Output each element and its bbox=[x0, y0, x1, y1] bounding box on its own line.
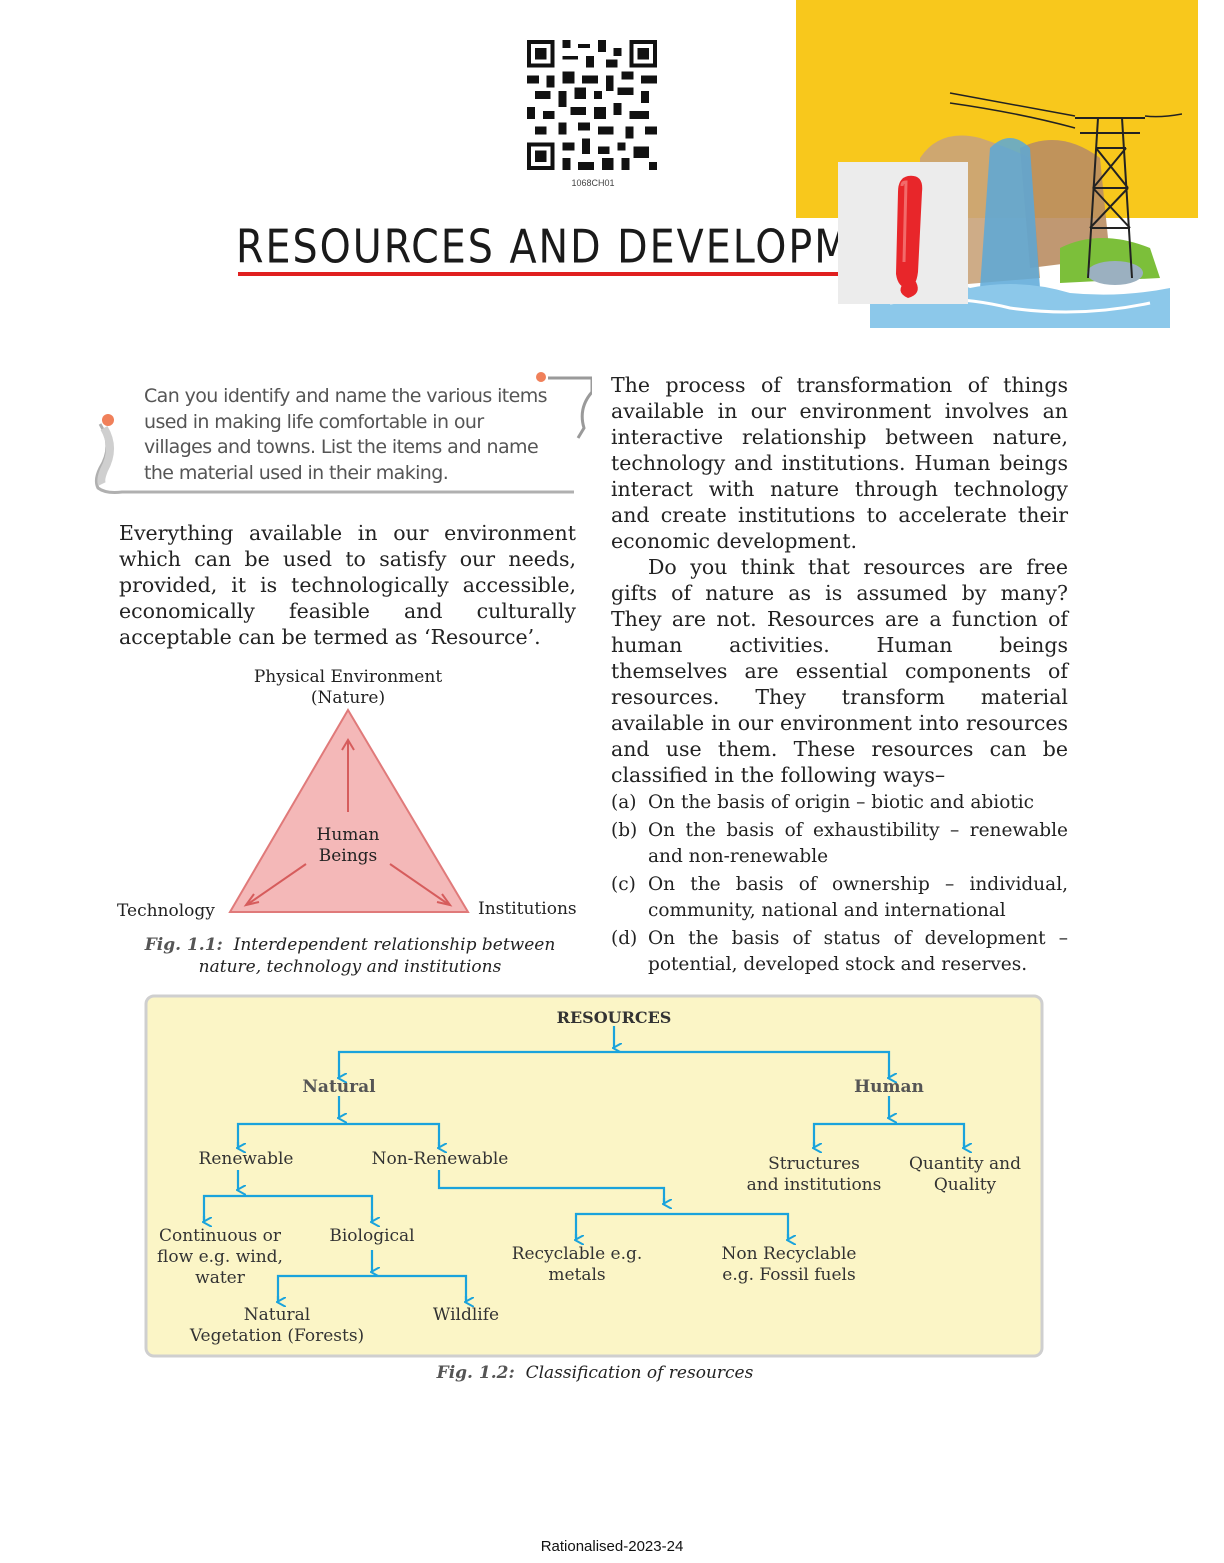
fig12-continuous-2: flow e.g. wind, bbox=[157, 1247, 283, 1267]
resource-definition-paragraph: Everything available in our environment … bbox=[119, 521, 576, 649]
fig12-biological: Biological bbox=[329, 1226, 414, 1246]
chapter-number-card bbox=[838, 162, 968, 304]
fig12-structures-2: and institutions bbox=[747, 1175, 882, 1195]
classification-list: (a)On the basis of origin – biotic and a… bbox=[611, 790, 1068, 978]
fig12-human: Human bbox=[854, 1077, 924, 1097]
fig11-right-label: Institutions bbox=[478, 899, 577, 919]
fig12-natural-veg-2: Vegetation (Forests) bbox=[189, 1326, 364, 1346]
fig12-structures-1: Structures bbox=[768, 1154, 860, 1174]
fig11-top-label-2: (Nature) bbox=[311, 688, 385, 708]
fig12-natural: Natural bbox=[302, 1077, 376, 1097]
fig-1-2-classification-tree: RESOURCES Natural Human Renewable Non-Re… bbox=[144, 994, 1044, 1358]
list-item: (c)On the basis of ownership – individua… bbox=[611, 874, 1068, 921]
fig12-recyclable-2: metals bbox=[548, 1265, 605, 1285]
qr-code-icon[interactable] bbox=[526, 40, 658, 170]
list-item: (b)On the basis of exhaustibility – rene… bbox=[611, 820, 1068, 867]
fig-1-2-caption: Fig. 1.2: Classification of resources bbox=[300, 1362, 890, 1384]
fig11-center-2: Beings bbox=[319, 846, 378, 866]
footer-rationalised: Rationalised-2023-24 bbox=[540, 1538, 684, 1555]
list-item: (d)On the basis of status of development… bbox=[611, 928, 1068, 975]
fig12-renewable: Renewable bbox=[199, 1149, 294, 1169]
chapter-title: RESOURCES AND DEVELOPMENT bbox=[236, 220, 936, 275]
fig11-caption-1: Interdependent relationship between bbox=[233, 935, 556, 955]
fig12-recyclable-1: Recyclable e.g. bbox=[512, 1244, 643, 1264]
fig12-quantity-1: Quantity and bbox=[909, 1154, 1021, 1174]
fig12-nonrecyclable-2: e.g. Fossil fuels bbox=[722, 1265, 855, 1285]
right-column: The process of transformation of things … bbox=[611, 372, 1068, 978]
title-underline bbox=[238, 272, 842, 276]
question-box-frame bbox=[94, 372, 592, 494]
fig12-root: RESOURCES bbox=[557, 1008, 672, 1027]
fig12-natural-veg-1: Natural bbox=[244, 1305, 311, 1325]
fig12-caption-num: Fig. 1.2: bbox=[436, 1363, 515, 1383]
fig11-caption-num: Fig. 1.1: bbox=[144, 935, 223, 955]
fig-1-1-caption: Fig. 1.1: Interdependent relationship be… bbox=[130, 934, 570, 978]
fig12-quantity-2: Quality bbox=[934, 1175, 997, 1195]
fig12-continuous-3: water bbox=[195, 1268, 246, 1288]
question-box-text: Can you identify and name the various it… bbox=[144, 385, 548, 484]
free-gifts-paragraph: Do you think that resources are free gif… bbox=[611, 555, 1068, 787]
fig12-nonrecyclable-1: Non Recyclable bbox=[722, 1244, 857, 1264]
transformation-paragraph: The process of transformation of things … bbox=[611, 373, 1068, 553]
fig12-caption: Classification of resources bbox=[525, 1363, 754, 1383]
fig11-center-1: Human bbox=[317, 825, 380, 845]
fig11-left-label: Technology bbox=[117, 901, 215, 921]
fig12-wildlife: Wildlife bbox=[433, 1305, 499, 1325]
chapter-numeral-one bbox=[896, 175, 923, 298]
qr-code-label: 1068CH01 bbox=[571, 178, 615, 188]
fig12-continuous-1: Continuous or bbox=[159, 1226, 282, 1246]
fig12-non-renewable: Non-Renewable bbox=[372, 1149, 509, 1169]
fig11-caption-2: nature, technology and institutions bbox=[198, 957, 502, 977]
fig11-top-label-1: Physical Environment bbox=[254, 667, 442, 687]
fig-1-1-triangle-diagram: Physical Environment (Nature) Human Bein… bbox=[117, 667, 577, 921]
list-item: (a)On the basis of origin – biotic and a… bbox=[611, 792, 1035, 813]
